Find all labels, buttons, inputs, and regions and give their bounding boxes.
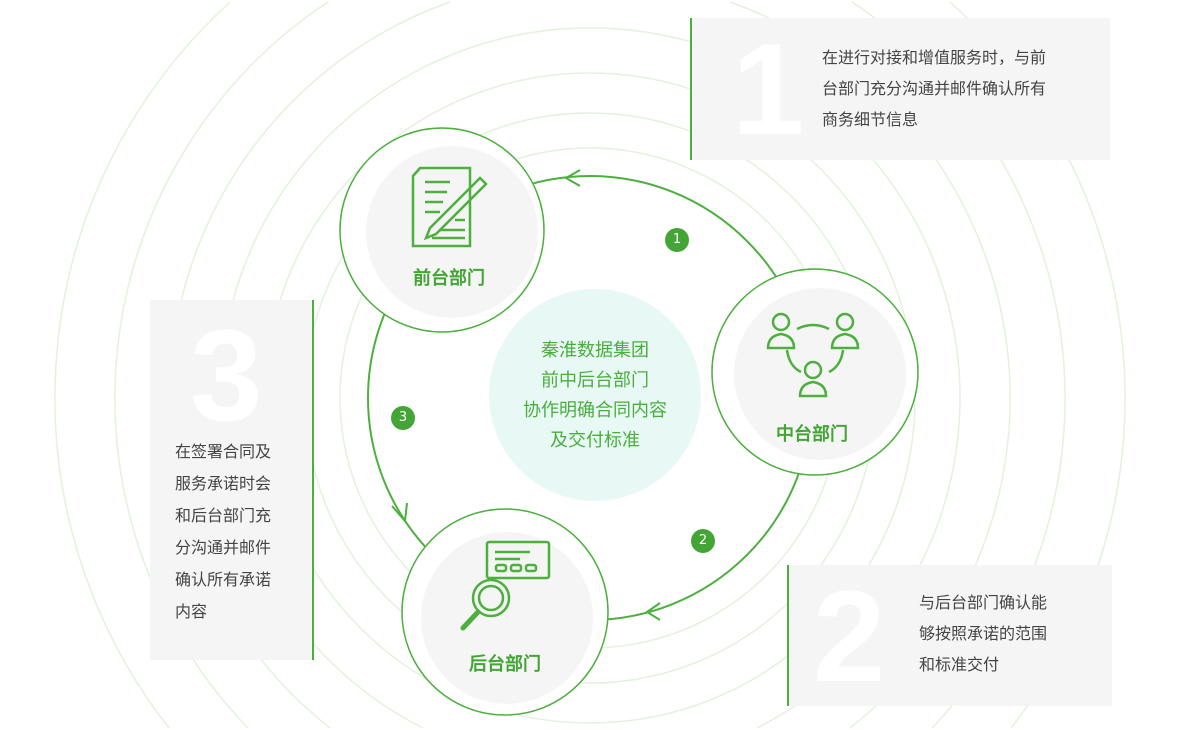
node-back-label: 后台部门 xyxy=(469,654,541,675)
arrowheads xyxy=(391,169,661,621)
center-line: 秦淮数据集团 xyxy=(541,340,649,361)
document-pen-icon xyxy=(411,166,488,248)
card-line: 在进行对接和增值服务时，与前 xyxy=(822,48,1047,67)
node-middle xyxy=(711,268,919,476)
card-line: 内容 xyxy=(175,602,208,621)
node-back xyxy=(401,508,609,716)
center-circle xyxy=(489,289,701,501)
step-card-1: 1 在进行对接和增值服务时，与前 台部门充分沟通并邮件确认所有 商务细节信息 xyxy=(690,18,1110,160)
card-line: 与后台部门确认能 xyxy=(919,593,1048,612)
card-number: 3 xyxy=(190,302,263,448)
card-line: 分沟通并邮件 xyxy=(175,538,272,557)
card-line: 商务细节信息 xyxy=(822,110,919,129)
card-line: 在签署合同及 xyxy=(175,442,272,461)
step-card-3: 3 在签署合同及 服务承诺时会 和后台部门充 分沟通并邮件 确认所有承诺 内容 xyxy=(150,300,314,660)
center-line: 及交付标准 xyxy=(550,430,640,451)
step-badge-2: 2 xyxy=(691,529,715,553)
card-line: 和后台部门充 xyxy=(175,506,272,525)
arrow-2-icon xyxy=(645,602,661,621)
card-search-icon xyxy=(460,540,551,631)
step-badge-3: 3 xyxy=(391,406,415,430)
card-number: 2 xyxy=(813,563,886,709)
card-line: 服务承诺时会 xyxy=(175,474,272,493)
card-number: 1 xyxy=(732,16,805,162)
node-front xyxy=(339,127,545,333)
center-line: 前中后台部门 xyxy=(541,370,649,391)
center-line: 协作明确合同内容 xyxy=(523,400,667,421)
node-front-label: 前台部门 xyxy=(413,268,485,289)
card-line: 和标准交付 xyxy=(919,655,1000,674)
arrow-1-icon xyxy=(563,169,581,187)
card-line: 够按照承诺的范围 xyxy=(919,624,1048,643)
center-text: 秦淮数据集团 前中后台部门 协作明确合同内容 及交付标准 xyxy=(523,336,667,456)
card-line: 台部门充分沟通并邮件确认所有 xyxy=(822,79,1047,98)
arrow-3-icon xyxy=(391,502,408,524)
card-line: 确认所有承诺 xyxy=(175,570,272,589)
step-card-2: 2 与后台部门确认能 够按照承诺的范围 和标准交付 xyxy=(787,565,1112,706)
step-badge-1: 1 xyxy=(665,228,689,252)
people-exchange-icon xyxy=(766,312,860,398)
node-middle-label: 中台部门 xyxy=(776,424,848,445)
